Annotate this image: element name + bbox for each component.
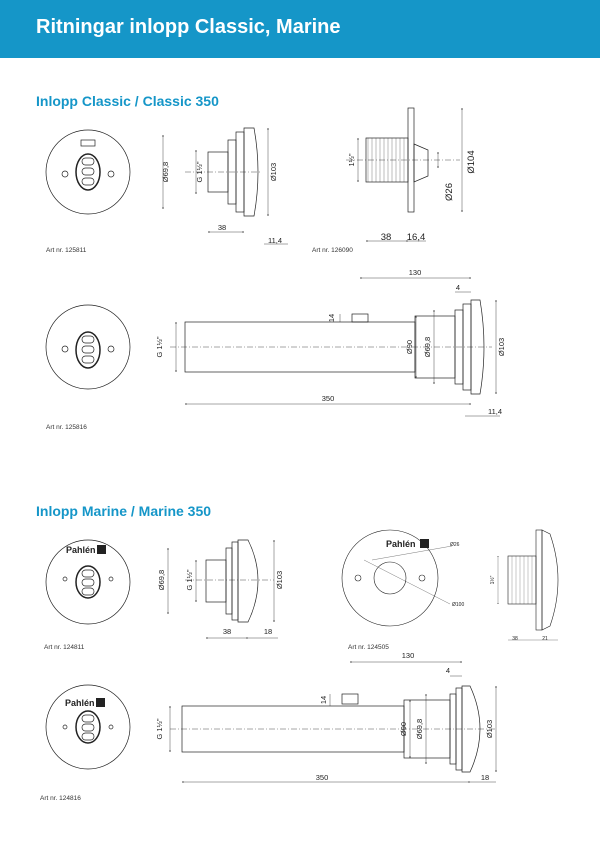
section-title-marine: Inlopp Marine / Marine 350 [36, 503, 212, 519]
dim-4: 4 [456, 283, 460, 292]
article-number-124505: Art nr. 124505 [348, 644, 389, 651]
dim-11-4: 11,4 [268, 236, 282, 245]
front-view-flange-124505 [341, 529, 453, 627]
dim-g1-5c: G 1½" [185, 569, 194, 590]
dim-14: 14 [327, 314, 336, 322]
front-view-marine [45, 539, 131, 625]
dim-d104: Ø104 [466, 150, 477, 173]
article-number-125811: Art nr. 125811 [46, 247, 87, 254]
dim-d100: Ø100 [452, 602, 464, 608]
article-number-126090: Art nr. 126090 [312, 247, 353, 254]
dim-d103: Ø103 [269, 163, 278, 181]
article-number-125816: Art nr. 125816 [46, 424, 87, 431]
dim-1-5b: 1½" [489, 575, 496, 584]
dim-350: 350 [322, 394, 335, 403]
dim-d69-8d: Ø69,8 [415, 719, 424, 739]
front-view-classic [45, 129, 131, 215]
dim-1-5: 1½" [347, 153, 356, 166]
article-number-124811: Art nr. 124811 [44, 644, 85, 651]
dim-21: 21 [542, 636, 548, 642]
side-view-classic [162, 127, 288, 245]
dim-38b: 38 [381, 232, 392, 243]
dim-130: 130 [409, 268, 422, 277]
dim-g1-5: G 1½" [195, 161, 204, 182]
page-header: Ritningar inlopp Classic, Marine [0, 0, 600, 58]
dim-g1-5b: G 1½" [155, 336, 164, 357]
dim-d90b: Ø90 [399, 722, 408, 736]
dim-350b: 350 [316, 773, 329, 782]
dim-d103b: Ø103 [497, 338, 506, 356]
front-view-marine-350 [45, 684, 131, 770]
dim-d103c: Ø103 [275, 571, 284, 589]
dim-11-4b: 11,4 [488, 407, 502, 416]
dim-4b: 4 [446, 666, 450, 675]
section-title-classic: Inlopp Classic / Classic 350 [36, 93, 219, 109]
brand-logo-flange: Pahlén [386, 539, 416, 549]
dim-d103d: Ø103 [485, 720, 494, 738]
front-view-classic-350 [45, 304, 131, 390]
dim-18: 18 [264, 627, 272, 636]
long-view-classic-350 [170, 277, 500, 417]
dim-38c: 38 [223, 627, 231, 636]
dim-18b: 18 [481, 773, 489, 782]
brand-logo: Pahlén [66, 545, 96, 555]
side-view-classic-126090 [346, 107, 463, 242]
dim-38d: 38 [512, 636, 518, 642]
dim-g1-5d: G 1½" [155, 718, 164, 739]
long-view-marine-350 [169, 661, 497, 783]
dim-130b: 130 [402, 651, 415, 660]
article-number-124816: Art nr. 124816 [40, 795, 81, 802]
dim-d69-8c: Ø69,8 [157, 570, 166, 590]
side-view-marine [167, 539, 278, 639]
dim-d26b: Ø26 [450, 542, 460, 548]
dim-d69-8b: Ø69,8 [423, 337, 432, 357]
dim-d26: Ø26 [444, 183, 455, 201]
side-view-flange-124505 [497, 529, 559, 641]
dim-38: 38 [218, 223, 226, 232]
dim-d69-8: Ø69,8 [161, 162, 170, 182]
dim-d90: Ø90 [405, 340, 414, 354]
dim-16-4: 16,4 [407, 232, 426, 243]
dim-14b: 14 [319, 696, 328, 704]
page-title: Ritningar inlopp Classic, Marine [36, 16, 341, 38]
brand-logo-350: Pahlén [65, 698, 95, 708]
